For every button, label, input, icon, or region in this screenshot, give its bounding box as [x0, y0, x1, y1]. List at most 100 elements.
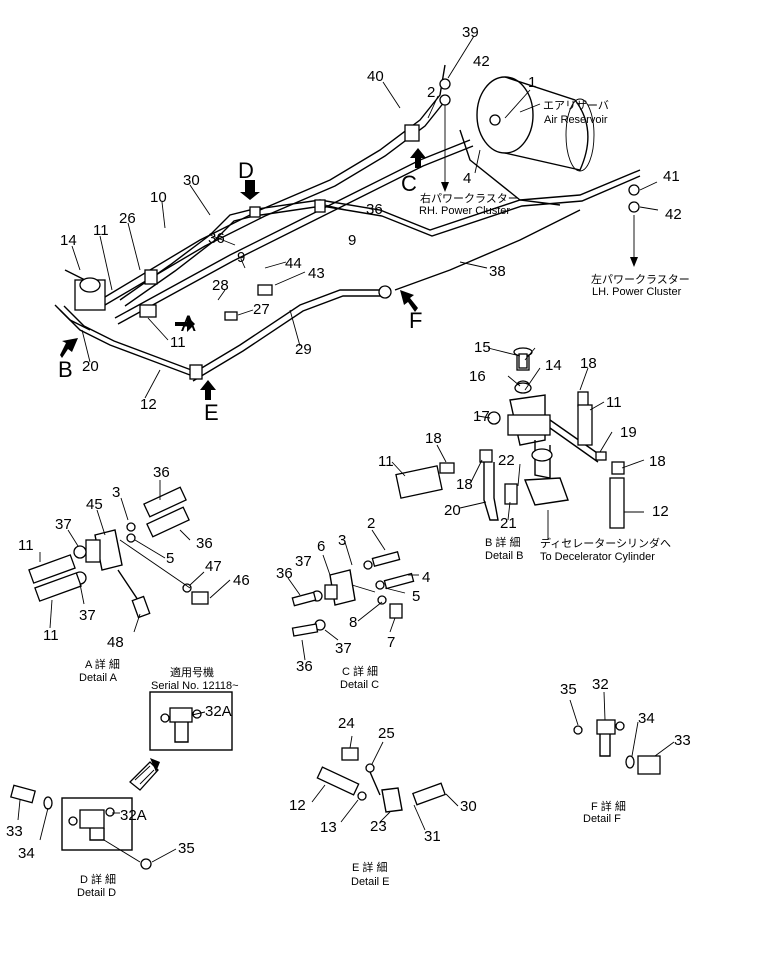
lh-cluster-jp: 左パワークラスター [591, 273, 690, 286]
detail-a-jp: A 詳 細 [85, 657, 120, 671]
svg-text:18: 18 [580, 355, 597, 372]
detail-d-en: Detail D [77, 887, 116, 899]
svg-text:20: 20 [82, 358, 99, 375]
svg-text:39: 39 [462, 24, 479, 41]
svg-text:4: 4 [463, 170, 471, 187]
svg-text:18: 18 [456, 476, 473, 493]
svg-text:F: F [409, 308, 422, 333]
svg-text:E: E [204, 400, 219, 425]
svg-text:42: 42 [473, 53, 490, 70]
decel-jp: ディセレーターシリンダへ [540, 536, 671, 550]
detail-f: 35 32 34 33 F 詳 細 Detail F [560, 676, 691, 825]
svg-text:13: 13 [320, 819, 337, 836]
svg-text:9: 9 [348, 232, 356, 249]
svg-text:C: C [401, 171, 417, 196]
detail-a-labels: 36 3 45 37 36 11 5 47 46 37 11 48 A 詳 細 … [18, 464, 250, 684]
detail-f-en: Detail F [583, 813, 621, 825]
svg-text:32: 32 [592, 676, 609, 693]
svg-text:11: 11 [606, 394, 622, 411]
svg-text:A: A [181, 311, 196, 336]
svg-text:12: 12 [652, 503, 669, 520]
air-reservoir-en: Air Reservoir [544, 114, 608, 126]
decel-en: To Decelerator Cylinder [540, 551, 655, 563]
svg-text:2: 2 [367, 515, 375, 532]
svg-text:45: 45 [86, 496, 103, 513]
svg-text:25: 25 [378, 725, 395, 742]
rh-cluster-jp: 右パワークラスター [420, 191, 519, 205]
detail-c-labels: 2 6 3 37 36 4 5 8 7 37 36 C 詳 細 Detail C [276, 515, 430, 691]
view-a-arrow [175, 316, 195, 332]
svg-text:11: 11 [170, 334, 186, 351]
detail-e-en: Detail E [351, 876, 390, 888]
svg-text:47: 47 [205, 558, 222, 575]
svg-text:22: 22 [498, 452, 515, 469]
svg-text:35: 35 [560, 681, 577, 698]
detail-e-jp: E 詳 細 [352, 860, 387, 874]
svg-text:38: 38 [489, 263, 506, 280]
svg-text:19: 19 [620, 424, 637, 441]
svg-text:36: 36 [196, 535, 213, 552]
svg-text:11: 11 [93, 222, 109, 239]
svg-text:11: 11 [18, 537, 34, 554]
svg-text:43: 43 [308, 265, 325, 282]
svg-text:5: 5 [412, 588, 420, 605]
svg-text:28: 28 [212, 277, 229, 294]
detail-d: 33 34 32A 35 D 詳 細 Detail D [6, 758, 195, 899]
svg-text:15: 15 [474, 339, 491, 356]
serial-en: Serial No. 12118~ [151, 680, 239, 692]
svg-text:34: 34 [18, 845, 35, 862]
svg-text:2: 2 [427, 84, 435, 101]
detail-b-jp: B 詳 細 [485, 535, 520, 549]
svg-text:14: 14 [545, 357, 562, 374]
detail-c-jp: C 詳 細 [342, 664, 378, 678]
svg-text:37: 37 [335, 640, 352, 657]
svg-text:34: 34 [638, 710, 655, 727]
svg-text:6: 6 [317, 538, 325, 555]
svg-text:30: 30 [460, 798, 477, 815]
valve-block-left [54, 269, 106, 331]
detail-a-en: Detail A [79, 672, 118, 684]
svg-text:41: 41 [663, 168, 680, 185]
svg-text:36: 36 [153, 464, 170, 481]
svg-text:17: 17 [473, 408, 490, 425]
svg-text:48: 48 [107, 634, 124, 651]
svg-text:10: 10 [150, 189, 167, 206]
svg-text:36: 36 [296, 658, 313, 675]
svg-text:12: 12 [140, 396, 157, 413]
air-reservoir-jp: エアリザーバ [543, 99, 609, 112]
svg-text:20: 20 [444, 502, 461, 519]
svg-text:24: 24 [338, 715, 355, 732]
svg-text:12: 12 [289, 797, 306, 814]
lh-cluster-en: LH. Power Cluster [592, 286, 682, 298]
svg-text:D: D [238, 158, 254, 183]
svg-text:35: 35 [178, 840, 195, 857]
svg-text:11: 11 [43, 627, 59, 644]
svg-text:3: 3 [112, 484, 120, 501]
svg-text:37: 37 [295, 553, 312, 570]
svg-text:27: 27 [253, 301, 270, 318]
detail-a [28, 480, 231, 633]
svg-text:31: 31 [424, 828, 441, 845]
svg-text:36: 36 [208, 230, 225, 247]
svg-text:44: 44 [285, 255, 302, 272]
view-f-arrow [400, 290, 418, 312]
svg-text:30: 30 [183, 172, 200, 189]
detail-d-jp: D 詳 細 [80, 872, 116, 886]
svg-text:5: 5 [166, 550, 174, 567]
svg-text:32A: 32A [205, 703, 232, 720]
detail-f-jp: F 詳 細 [591, 799, 626, 813]
svg-text:21: 21 [500, 515, 517, 532]
svg-text:32A: 32A [120, 807, 147, 824]
detail-c [287, 529, 419, 661]
svg-text:46: 46 [233, 572, 250, 589]
detail-c-en: Detail C [340, 679, 379, 691]
svg-text:16: 16 [469, 368, 486, 385]
svg-text:37: 37 [55, 516, 72, 533]
svg-text:33: 33 [6, 823, 23, 840]
svg-text:36: 36 [366, 201, 383, 218]
svg-text:36: 36 [276, 565, 293, 582]
svg-text:3: 3 [338, 532, 346, 549]
svg-text:9: 9 [237, 249, 245, 266]
serial-jp: 適用号機 [170, 665, 214, 679]
